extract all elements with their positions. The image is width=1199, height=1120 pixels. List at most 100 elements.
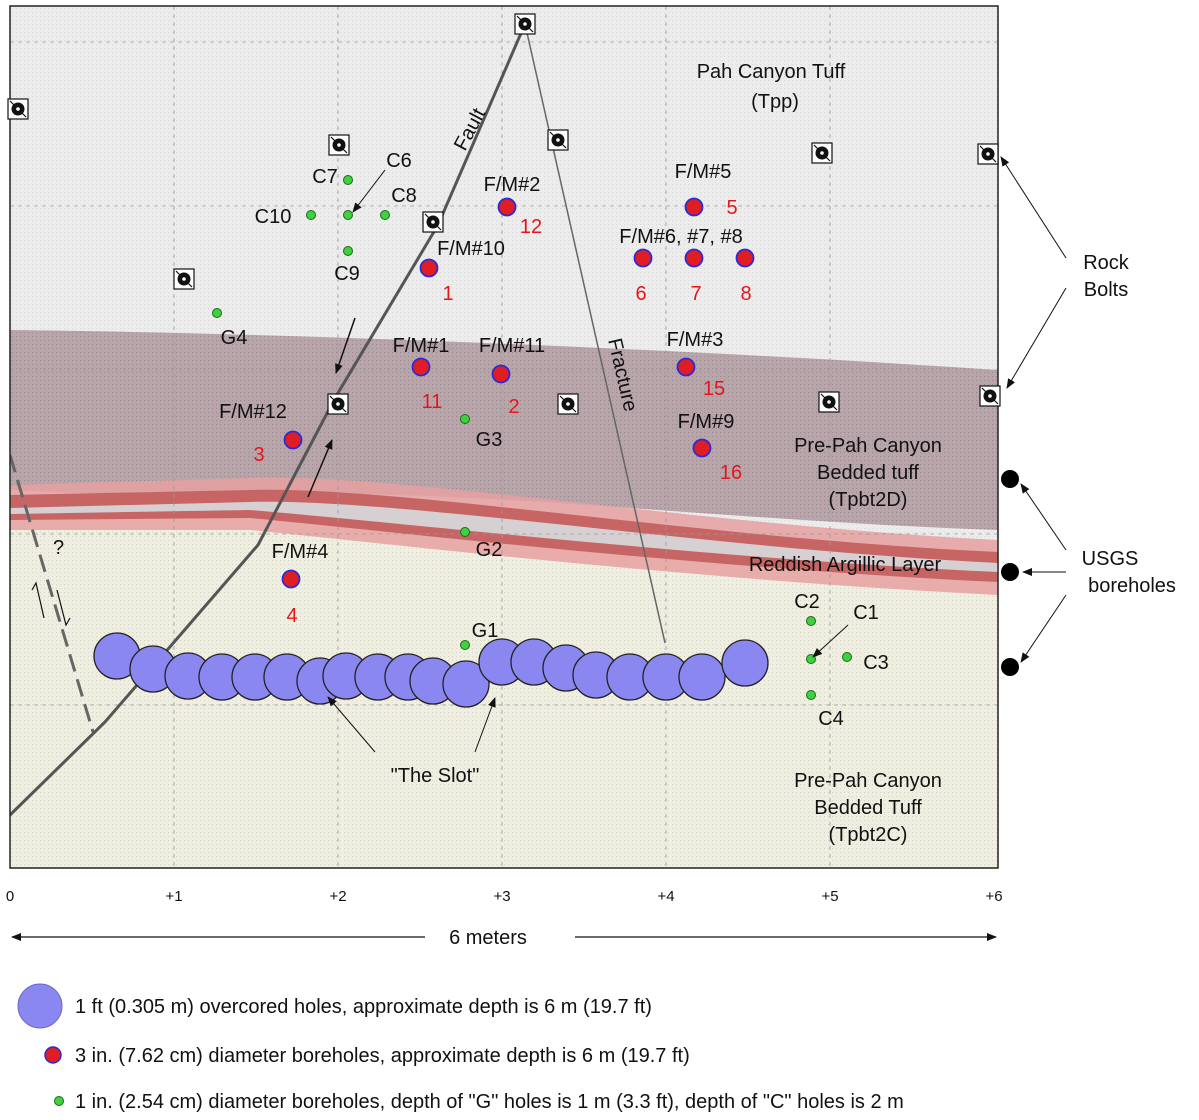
fm-borehole [497,197,517,217]
borehole-label: F/M#10 [437,238,505,260]
legend: 1 ft (0.305 m) overcored holes, approxim… [17,983,904,1113]
small-borehole [806,690,816,700]
tpp-label: Pah Canyon Tuff [697,61,846,83]
overcore-hole [442,660,490,708]
fm-borehole [633,248,653,268]
rock-bolt-icon [811,142,833,164]
fm-borehole [692,438,712,458]
fm-borehole [411,357,431,377]
small-borehole [806,616,816,626]
borehole-label: F/M#11 [479,335,545,357]
small-borehole [212,308,222,318]
legend-overcore-symbol [17,983,63,1029]
axis-tick-label: +1 [165,888,182,905]
legend-borehole-symbol [44,1046,62,1064]
legend-item: 1 in. (2.54 cm) diameter boreholes, dept… [75,1091,904,1113]
tpbt2d-label-2: Bedded tuff [817,462,919,484]
rock-bolt-icon [514,13,536,35]
small-hole-label: G3 [476,429,503,451]
overcore-hole [721,639,769,687]
small-borehole [380,210,390,220]
usgs-label-1: USGS [1082,548,1139,570]
fm-borehole [283,430,303,450]
fault-line [10,23,527,817]
small-hole-label: G1 [472,620,499,642]
fm-borehole [676,357,696,377]
usgs-label-2: boreholes [1088,575,1176,597]
rock-bolt-icon [977,143,999,165]
small-hole-label: C1 [853,602,879,624]
usgs-borehole [1001,658,1019,676]
usgs-borehole [1001,563,1019,581]
borehole-number: 11 [422,391,443,413]
borehole-number: 4 [286,605,297,627]
legend-item: 3 in. (7.62 cm) diameter boreholes, appr… [75,1045,690,1067]
argillic-layer-band [10,489,998,582]
small-hole-label: G4 [221,327,248,349]
small-hole-label: C7 [312,166,338,188]
span-label: 6 meters [449,927,527,949]
usgs-borehole [1001,470,1019,488]
small-borehole [343,210,353,220]
axis-tick-label: +6 [985,888,1002,905]
borehole-label: F/M#9 [678,411,735,433]
borehole-label: F/M#12 [219,401,287,423]
legend-item: 1 ft (0.305 m) overcored holes, approxim… [75,996,652,1018]
borehole-number: 2 [508,396,519,418]
small-hole-label: C3 [863,652,889,674]
fault-motion-arrow-up [307,439,333,498]
the-slot-label: "The Slot" [391,765,480,787]
geologic-zones [10,6,998,868]
borehole-label: F/M#2 [484,174,541,196]
borehole-label: F/M#3 [667,329,724,351]
small-borehole [842,652,852,662]
usgs-boreholes [1001,470,1019,676]
fm-borehole [735,248,755,268]
borehole-number: 6 [635,283,646,305]
axis-tick-label: +2 [329,888,346,905]
rock-bolts-label-1: Rock [1083,252,1130,274]
overcore-hole [678,653,726,701]
axis-tick-label: +4 [657,888,674,905]
tpbt2d-label-1: Pre-Pah Canyon [794,435,942,457]
borehole-label: F/M#1 [393,335,450,357]
argillic-layer-label: Reddish Argillic Layer [749,554,942,576]
small-hole-label: C9 [334,263,360,285]
tpbt2c-label-1: Pre-Pah Canyon [794,770,942,792]
leader-arrows [327,156,1067,753]
borehole-number: 3 [253,444,264,466]
fm-boreholes [281,197,755,589]
borehole-number: 12 [520,216,542,238]
borehole-number: 1 [442,283,453,305]
legend-small-hole-symbol [54,1096,64,1106]
fm-borehole [684,197,704,217]
tpbt2c-zone [10,514,998,868]
axis-tick-label: 0 [6,888,14,905]
fracture-line [524,23,666,644]
tpp-code: (Tpp) [751,91,799,113]
fm-borehole [491,364,511,384]
borehole-number: 5 [726,197,737,219]
rock-bolt-icon [7,98,29,120]
fm-borehole [281,569,301,589]
borehole-number: 15 [703,378,725,400]
axis-tick-label: +3 [493,888,510,905]
rock-bolt-icon [328,134,350,156]
small-borehole [343,175,353,185]
rock-bolts [7,13,1001,415]
rock-bolt-icon [327,393,349,415]
small-hole-label: C10 [255,206,292,228]
borehole-number: 7 [690,283,701,305]
the-slot-overcores [93,632,769,708]
tpbt2c-code: (Tpbt2C) [829,824,908,846]
rock-bolt-icon [979,385,1001,407]
small-hole-label: C6 [386,150,412,172]
axis-tick-label: +5 [821,888,838,905]
tpbt2c-label-2: Bedded Tuff [814,797,922,819]
question-mark: ? [53,537,64,559]
rock-bolt-icon [173,268,195,290]
rock-bolt-icon [547,129,569,151]
rock-bolt-icon [557,393,579,415]
borehole-number: 8 [740,283,751,305]
rock-bolt-icon [422,211,444,233]
